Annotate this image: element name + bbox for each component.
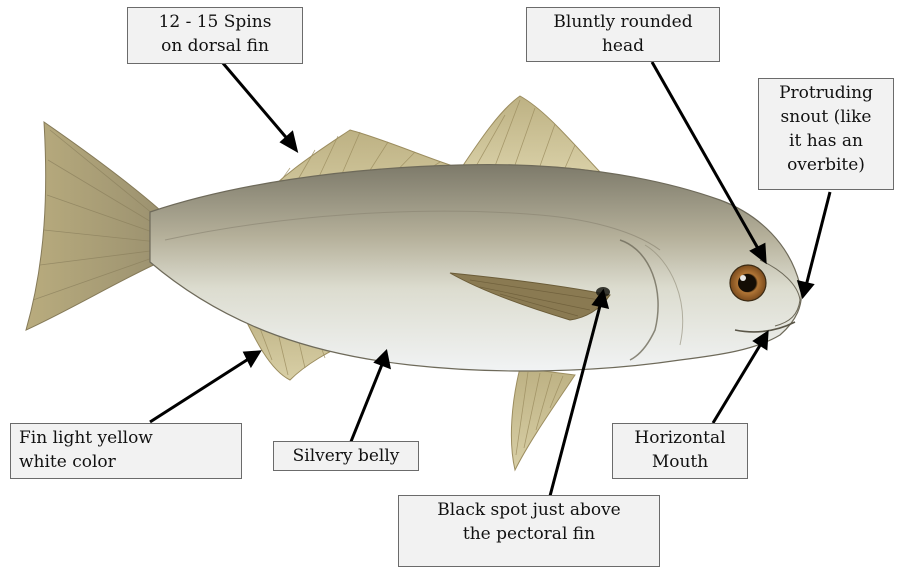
arrow-dorsal-spines — [222, 62, 290, 142]
fish-body — [150, 165, 801, 371]
arrow-snout — [806, 192, 830, 286]
arrow-belly — [350, 362, 383, 444]
label-mouth: Horizontal Mouth — [612, 423, 748, 479]
label-head: Bluntly rounded head — [526, 7, 720, 62]
arrow-fin-color — [150, 358, 250, 422]
label-black-spot: Black spot just above the pectoral fin — [398, 495, 660, 567]
label-dorsal-spines: 12 - 15 Spins on dorsal fin — [127, 7, 303, 64]
soft-dorsal-fin — [460, 96, 600, 172]
label-snout: Protruding snout (like it has an overbit… — [758, 78, 894, 190]
label-belly: Silvery belly — [273, 441, 419, 471]
tail-fin — [26, 122, 160, 330]
label-fin-color: Fin light yellow white color — [10, 423, 242, 479]
